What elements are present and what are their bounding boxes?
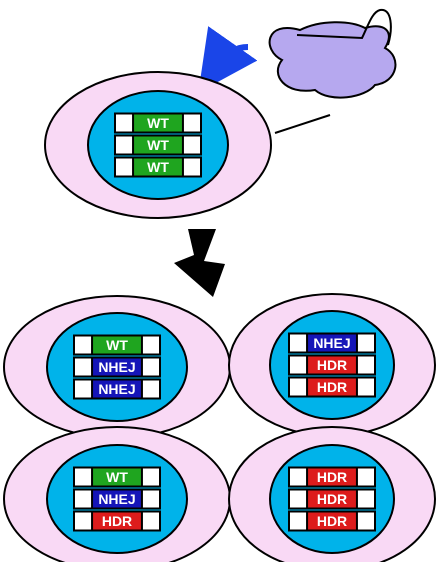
allele-block: [306, 466, 358, 488]
allele-label: HDR: [317, 469, 347, 485]
allele-label: HDR: [317, 357, 347, 373]
allele-label: NHEJ: [98, 491, 135, 507]
allele-block: [91, 378, 143, 400]
allele-label: NHEJ: [313, 335, 350, 351]
cell-b: NHEJ HDR HDR: [228, 293, 436, 437]
allele-hdr: HDR: [288, 466, 376, 488]
allele-nhej: NHEJ: [288, 332, 376, 354]
guide-rna: [296, 8, 392, 46]
allele-block: [132, 156, 184, 178]
allele-block: [132, 112, 184, 134]
allele-hdr: HDR: [288, 376, 376, 398]
allele-block: [91, 466, 143, 488]
allele-label: WT: [147, 115, 169, 131]
allele-block: [91, 488, 143, 510]
cell-a: WT NHEJ NHEJ: [3, 295, 231, 439]
allele-block: [91, 334, 143, 356]
allele-label: HDR: [317, 491, 347, 507]
allele-block: [132, 134, 184, 156]
allele-block: [306, 510, 358, 532]
allele-wt: WT: [114, 112, 202, 134]
cell-c: WT NHEJ HDR: [3, 426, 231, 562]
allele-hdr: HDR: [288, 354, 376, 376]
down-arrow-icon: [174, 229, 225, 297]
allele-wt: WT: [114, 134, 202, 156]
allele-label: HDR: [317, 379, 347, 395]
allele-label: NHEJ: [98, 359, 135, 375]
allele-nhej: NHEJ: [73, 378, 161, 400]
allele-block: [306, 488, 358, 510]
allele-block: [91, 510, 143, 532]
allele-wt: WT: [73, 334, 161, 356]
allele-block: [306, 376, 358, 398]
cells-layer: WTWTWTWTNHEJNHEJNHEJHDRHDRWTNHEJHDRHDRHD…: [3, 71, 436, 562]
allele-label: WT: [106, 469, 128, 485]
cell-d: HDR HDR HDR: [228, 426, 436, 562]
curved-arrow-icon: [198, 26, 258, 93]
allele-wt: WT: [114, 156, 202, 178]
allele-nhej: NHEJ: [73, 356, 161, 378]
cas9-body: [268, 21, 397, 99]
allele-block: [306, 332, 358, 354]
allele-hdr: HDR: [288, 488, 376, 510]
allele-wt: WT: [73, 466, 161, 488]
allele-label: WT: [106, 337, 128, 353]
allele-label: HDR: [102, 513, 132, 529]
allele-hdr: HDR: [288, 510, 376, 532]
allele-hdr: HDR: [73, 510, 161, 532]
allele-label: NHEJ: [98, 381, 135, 397]
allele-label: WT: [147, 159, 169, 175]
allele-block: [306, 354, 358, 376]
dna-fragment-line: [274, 114, 331, 134]
allele-nhej: NHEJ: [73, 488, 161, 510]
allele-label: HDR: [317, 513, 347, 529]
allele-label: WT: [147, 137, 169, 153]
cas9-complex: [268, 8, 397, 99]
allele-block: [91, 356, 143, 378]
top-cell: WT WT WT: [44, 71, 272, 219]
